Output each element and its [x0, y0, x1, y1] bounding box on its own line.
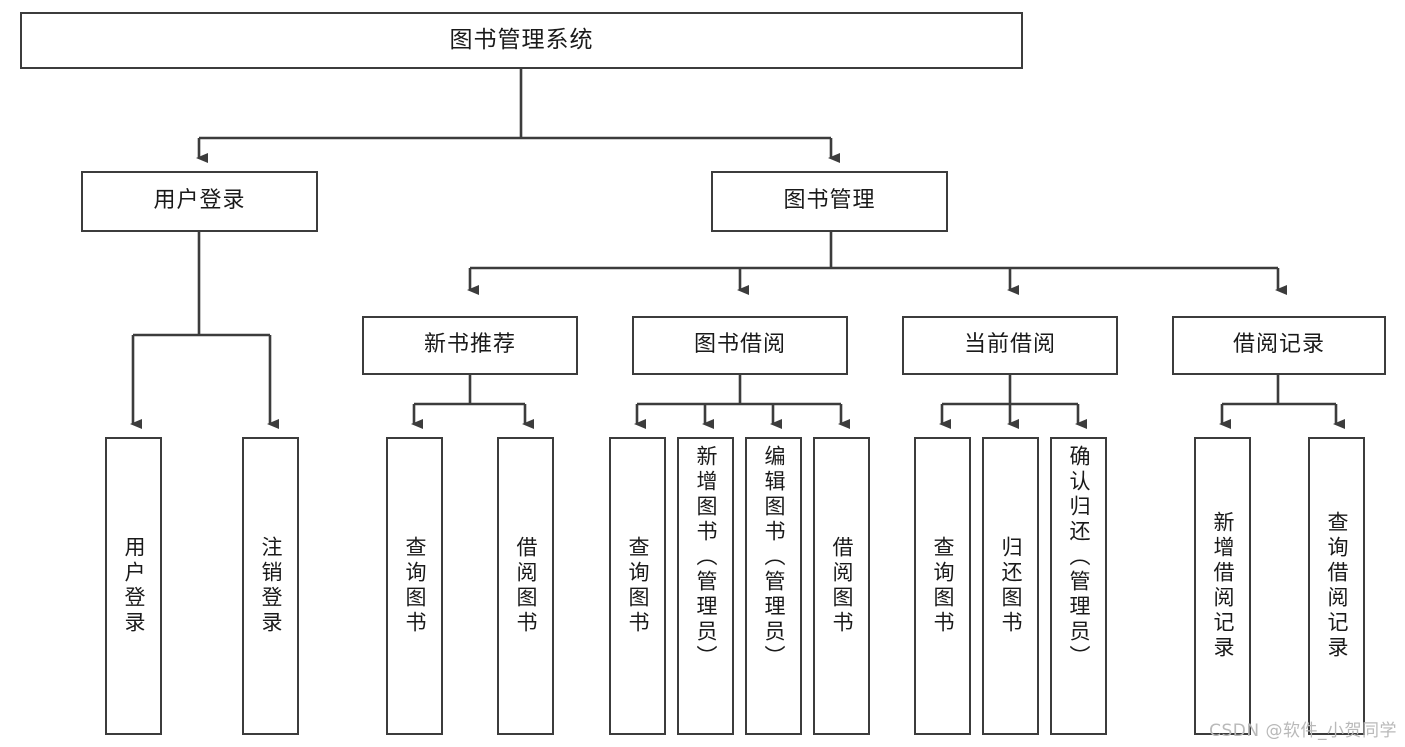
- node-current-borrow[interactable]: 当前借阅: [902, 316, 1118, 375]
- leaf-label: 查询图书: [931, 536, 955, 636]
- leaf-add-book-admin[interactable]: 新增图书（管理员）: [677, 437, 734, 735]
- watermark-text: CSDN @软件_小贺同学: [1209, 721, 1397, 741]
- leaf-label: 确认归还（管理员）: [1067, 445, 1091, 670]
- node-book-borrow[interactable]: 图书借阅: [632, 316, 848, 375]
- node-label: 当前借阅: [963, 332, 1056, 358]
- node-root-system[interactable]: 图书管理系统: [20, 12, 1023, 69]
- leaf-label: 用户登录: [122, 536, 146, 636]
- leaf-confirm-return-admin[interactable]: 确认归还（管理员）: [1050, 437, 1107, 735]
- leaf-add-borrow-record[interactable]: 新增借阅记录: [1194, 437, 1251, 735]
- leaf-borrow-book[interactable]: 借阅图书: [813, 437, 870, 735]
- leaf-label: 归还图书: [999, 536, 1023, 636]
- node-label: 图书管理系统: [449, 26, 594, 53]
- node-label: 图书管理: [783, 188, 876, 214]
- node-borrow-record[interactable]: 借阅记录: [1172, 316, 1386, 375]
- node-label: 图书借阅: [693, 332, 786, 358]
- leaf-label: 查询图书: [626, 536, 650, 636]
- leaf-user-logout[interactable]: 注销登录: [242, 437, 299, 735]
- leaf-borrow-book-new[interactable]: 借阅图书: [497, 437, 554, 735]
- leaf-label: 查询借阅记录: [1325, 511, 1349, 661]
- leaf-label: 新增借阅记录: [1211, 511, 1235, 661]
- leaf-label: 查询图书: [403, 536, 427, 636]
- leaf-user-login[interactable]: 用户登录: [105, 437, 162, 735]
- leaf-label: 新增图书（管理员）: [694, 445, 718, 670]
- node-user-login[interactable]: 用户登录: [81, 171, 318, 232]
- node-label: 新书推荐: [423, 332, 516, 358]
- leaf-edit-book-admin[interactable]: 编辑图书（管理员）: [745, 437, 802, 735]
- leaf-return-book[interactable]: 归还图书: [982, 437, 1039, 735]
- node-book-management[interactable]: 图书管理: [711, 171, 948, 232]
- node-label: 用户登录: [153, 188, 246, 214]
- node-label: 借阅记录: [1232, 332, 1325, 358]
- node-new-book-recommend[interactable]: 新书推荐: [362, 316, 578, 375]
- leaf-label: 借阅图书: [830, 536, 854, 636]
- leaf-label: 注销登录: [259, 536, 283, 636]
- leaf-query-book-current[interactable]: 查询图书: [914, 437, 971, 735]
- leaf-query-book-borrow[interactable]: 查询图书: [609, 437, 666, 735]
- leaf-label: 借阅图书: [514, 536, 538, 636]
- leaf-query-book-new[interactable]: 查询图书: [386, 437, 443, 735]
- leaf-label: 编辑图书（管理员）: [762, 445, 786, 670]
- leaf-query-borrow-record[interactable]: 查询借阅记录: [1308, 437, 1365, 735]
